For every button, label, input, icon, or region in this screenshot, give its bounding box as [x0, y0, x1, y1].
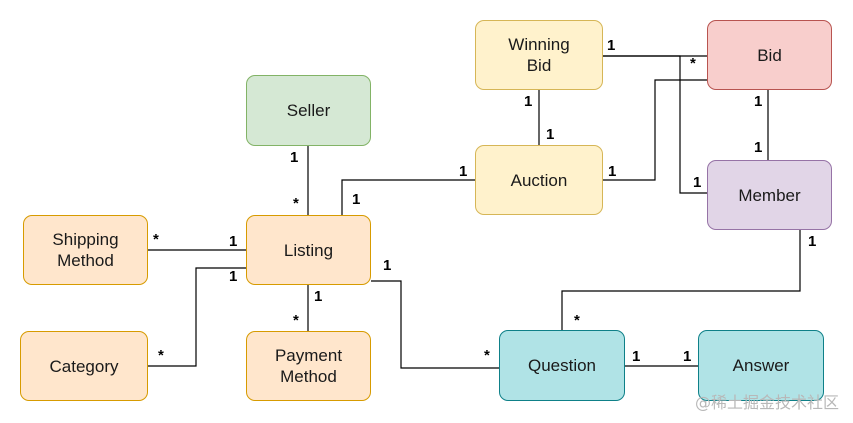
multiplicity-label: 1	[808, 233, 817, 250]
multiplicity-label: 1	[754, 139, 763, 156]
class-auction[interactable]: Auction	[475, 145, 603, 215]
multiplicity-label: *	[158, 347, 164, 364]
class-seller[interactable]: Seller	[246, 75, 371, 146]
watermark-text: @稀土掘金技术社区	[694, 393, 839, 412]
edge-category-to-listing	[148, 267, 246, 367]
multiplicity-label: 1	[607, 37, 616, 54]
multiplicity-label: *	[293, 312, 299, 329]
multiplicity-label: 1	[352, 191, 361, 208]
class-shipping-method[interactable]: Shipping Method	[23, 215, 148, 285]
multiplicity-label: *	[293, 195, 299, 212]
multiplicity-label: 1	[383, 257, 392, 274]
multiplicity-label: 1	[608, 163, 617, 180]
class-member[interactable]: Member	[707, 160, 832, 230]
edge-listing-to-question	[371, 280, 499, 369]
class-question[interactable]: Question	[499, 330, 625, 401]
edge-auction-to-bid	[603, 79, 707, 181]
edge-auction-to-listing	[341, 179, 475, 215]
multiplicity-label: 1	[229, 268, 238, 285]
multiplicity-label: 1	[754, 93, 763, 110]
class-category[interactable]: Category	[20, 331, 148, 401]
multiplicity-label: 1	[459, 163, 468, 180]
multiplicity-label: *	[574, 312, 580, 329]
multiplicity-label: 1	[546, 126, 555, 143]
class-winning-bid[interactable]: Winning Bid	[475, 20, 603, 90]
multiplicity-label: *	[153, 231, 159, 248]
class-bid[interactable]: Bid	[707, 20, 832, 90]
multiplicity-label: 1	[683, 348, 692, 365]
class-answer[interactable]: Answer	[698, 330, 824, 401]
multiplicity-label: 1	[290, 149, 299, 166]
class-listing[interactable]: Listing	[246, 215, 371, 285]
class-payment-method[interactable]: Payment Method	[246, 331, 371, 401]
multiplicity-label: *	[690, 55, 696, 72]
multiplicity-label: 1	[229, 233, 238, 250]
multiplicity-label: 1	[632, 348, 641, 365]
edge-member-to-question	[561, 230, 801, 330]
multiplicity-label: 1	[693, 174, 702, 191]
multiplicity-label: 1	[524, 93, 533, 110]
multiplicity-label: *	[484, 347, 490, 364]
multiplicity-label: 1	[314, 288, 323, 305]
